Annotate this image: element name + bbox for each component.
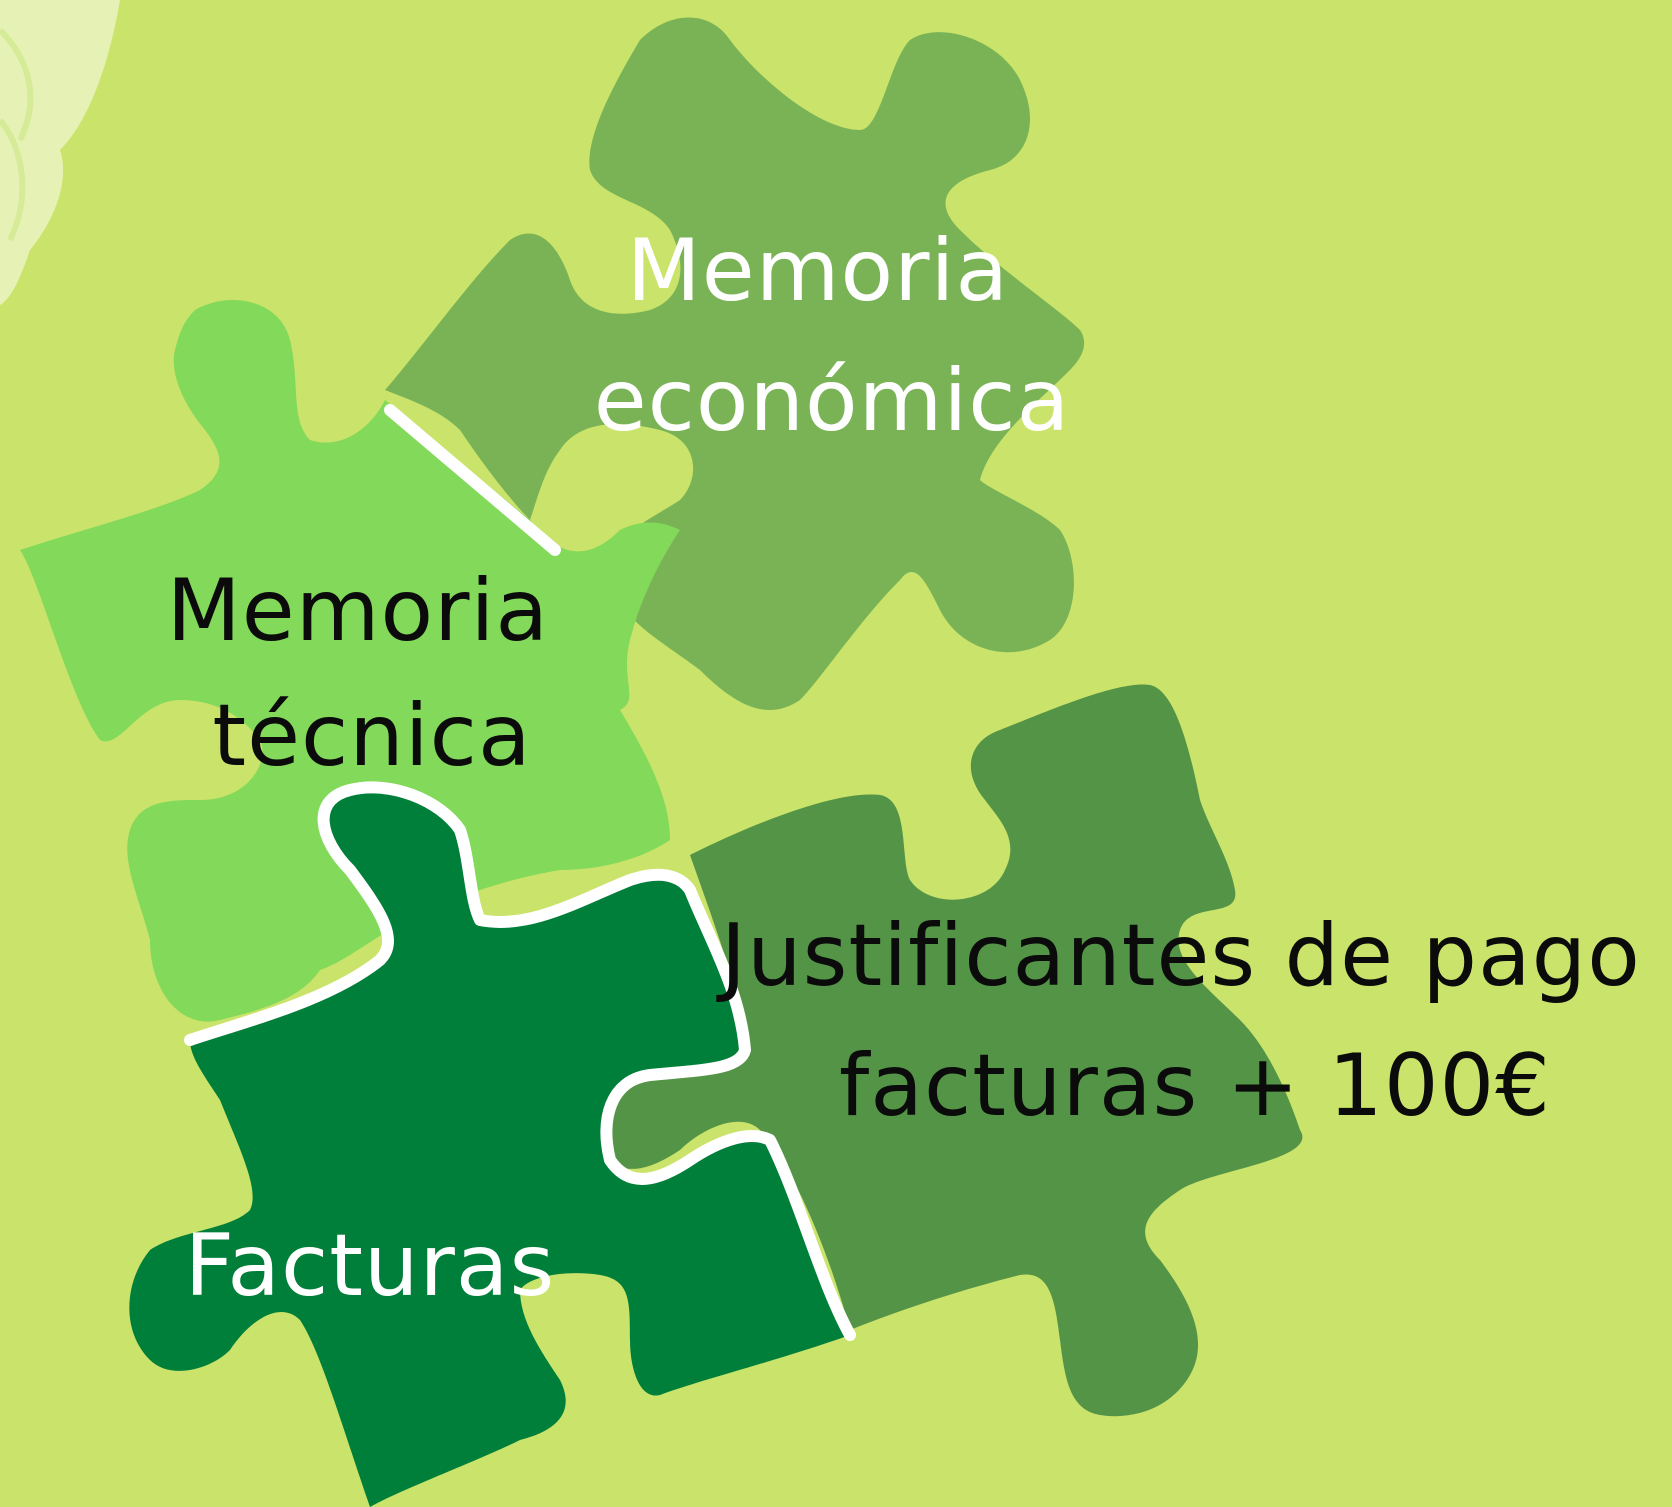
label-memoria-economica-line-2: económica (594, 351, 1071, 451)
label-memoria-tecnica-line-2: técnica (212, 686, 531, 786)
puzzle-piece-facturas (129, 787, 850, 1507)
connector-line (384, 404, 561, 556)
label-memoria-tecnica: Memoria técnica (167, 561, 578, 786)
puzzle-piece-memoria-economica (385, 17, 1085, 710)
label-justificantes-line-2: facturas + 100€ (839, 1036, 1551, 1136)
label-memoria-tecnica-line-1: Memoria (167, 561, 549, 661)
facturas-outline (184, 781, 856, 1341)
leaf-decoration-icon (0, 0, 120, 305)
label-justificantes-line-1: Justificantes de pago (716, 906, 1641, 1006)
label-memoria-economica-line-1: Memoria (627, 221, 1009, 321)
label-justificantes: Justificantes de pago facturas + 100€ (716, 906, 1669, 1136)
label-memoria-economica: Memoria económica (594, 221, 1071, 451)
label-facturas-line-1: Facturas (185, 1216, 556, 1316)
label-facturas: Facturas (185, 1216, 556, 1316)
puzzle-piece-memoria-tecnica (20, 300, 680, 1022)
puzzle-piece-justificantes (596, 684, 1303, 1417)
